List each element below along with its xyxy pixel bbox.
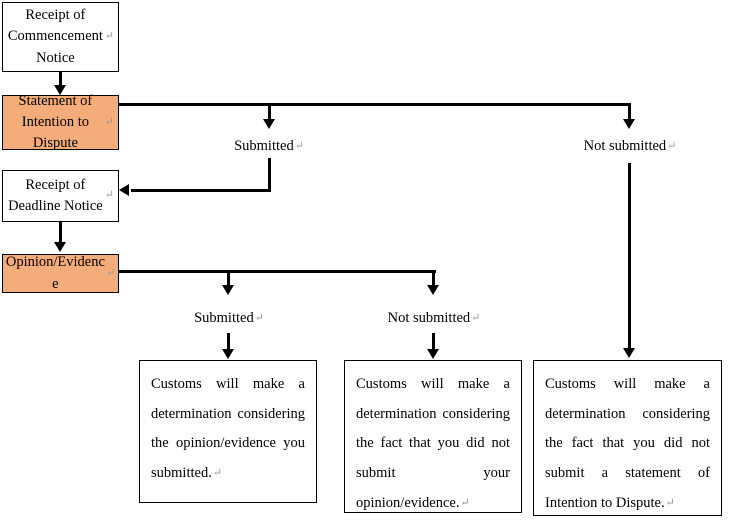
edge-label-text: Submitted — [234, 138, 294, 154]
node-statement-of-intention-to-dispute: Statement of Intention to Dispute ↵ — [2, 93, 119, 151]
arrowhead-outcome-2-icon — [427, 349, 439, 359]
connector-commencement-to-statement — [59, 72, 62, 87]
connector-submitted-left-to-deadline — [131, 189, 271, 192]
outcome-text: Customs will make a determination consid… — [356, 376, 510, 511]
arrowhead-outcome-1-icon — [222, 349, 234, 359]
connector-statement-submitted-stub — [268, 103, 271, 121]
arrowhead-statement-not-submitted-icon — [623, 119, 635, 129]
connector-opinion-branch-bus — [119, 270, 436, 273]
outcome-box-not-submitted-statement: Customs will make a determination consid… — [533, 360, 722, 516]
edge-label-evidence-submitted: Submitted↵ — [158, 311, 300, 326]
connector-statement-branch-bus — [119, 103, 631, 106]
return-glyph-icon: ↵ — [665, 496, 675, 509]
edge-label-statement-not-submitted: Not submitted↵ — [559, 139, 701, 154]
arrowhead-opinion-submitted-icon — [222, 285, 234, 295]
node-label: Receipt of Deadline Notice — [8, 176, 103, 214]
edge-label-text: Not submitted — [387, 310, 471, 326]
edge-label-evidence-not-submitted: Not submitted↵ — [363, 311, 505, 326]
outcome-box-submitted-evidence: Customs will make a determination consid… — [139, 360, 317, 503]
connector-opinion-not-submitted-stub — [432, 270, 435, 287]
return-glyph-icon: ↵ — [104, 115, 114, 128]
connector-not-submitted-to-outcome-2 — [432, 333, 435, 351]
node-receipt-of-commencement-notice: Receipt of Commencement Notice↵ — [2, 2, 119, 72]
connector-statement-not-submitted-rail — [628, 163, 631, 349]
node-receipt-of-deadline-notice: Receipt of Deadline Notice↵ — [2, 170, 119, 222]
outcome-box-not-submitted-evidence: Customs will make a determination consid… — [344, 360, 522, 513]
return-glyph-icon: ↵ — [212, 467, 223, 480]
connector-opinion-submitted-stub — [227, 270, 230, 287]
arrowhead-opinion-not-submitted-icon — [427, 285, 439, 295]
arrowhead-outcome-3-icon — [623, 348, 635, 358]
connector-deadline-to-opinion — [59, 222, 62, 244]
edge-label-statement-submitted: Submitted↵ — [198, 139, 340, 154]
arrowhead-into-deadline-notice-icon — [119, 184, 129, 196]
node-label: Receipt of Commencement Notice — [7, 7, 103, 66]
return-glyph-icon: ↵ — [471, 312, 481, 324]
return-glyph-icon: ↵ — [254, 312, 264, 324]
outcome-text: Customs will make a determination consid… — [151, 376, 305, 482]
connector-submitted-to-outcome-1 — [227, 333, 230, 351]
arrowhead-deadline-to-opinion-icon — [54, 242, 66, 252]
outcome-text: Customs will make a determination consid… — [545, 376, 710, 511]
return-glyph-icon: ↵ — [460, 496, 470, 509]
edge-label-text: Not submitted — [583, 138, 667, 154]
connector-statement-not-submitted-stub — [628, 103, 631, 121]
return-glyph-icon: ↵ — [105, 266, 116, 279]
return-glyph-icon: ↵ — [104, 189, 114, 202]
return-glyph-icon: ↵ — [294, 140, 304, 152]
edge-label-text: Submitted — [194, 310, 254, 326]
node-label: Statement of Intention to Dispute — [18, 92, 93, 152]
return-glyph-icon: ↵ — [104, 30, 114, 43]
connector-submitted-down-to-deadline — [268, 158, 271, 192]
arrowhead-commencement-to-statement-icon — [54, 85, 66, 95]
arrowhead-statement-submitted-icon — [263, 119, 275, 129]
node-opinion-evidence: Opinion/Evidenc e↵ — [2, 254, 119, 293]
return-glyph-icon: ↵ — [667, 140, 677, 152]
node-label: Opinion/Evidenc e — [5, 254, 105, 292]
